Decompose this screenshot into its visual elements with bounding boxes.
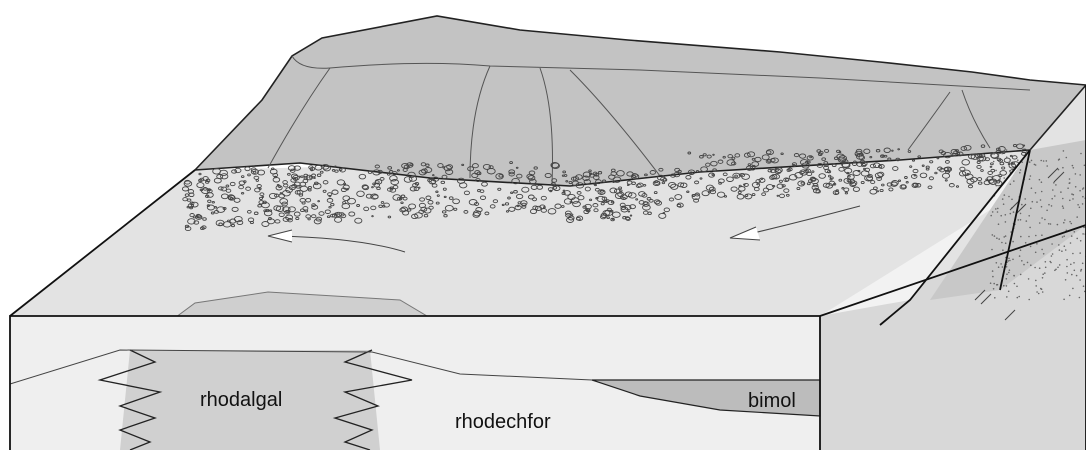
label-bimol: bimol (748, 390, 796, 412)
label-rhodechfor: rhodechfor (455, 411, 551, 433)
label-rhodalgal: rhodalgal (200, 389, 282, 411)
